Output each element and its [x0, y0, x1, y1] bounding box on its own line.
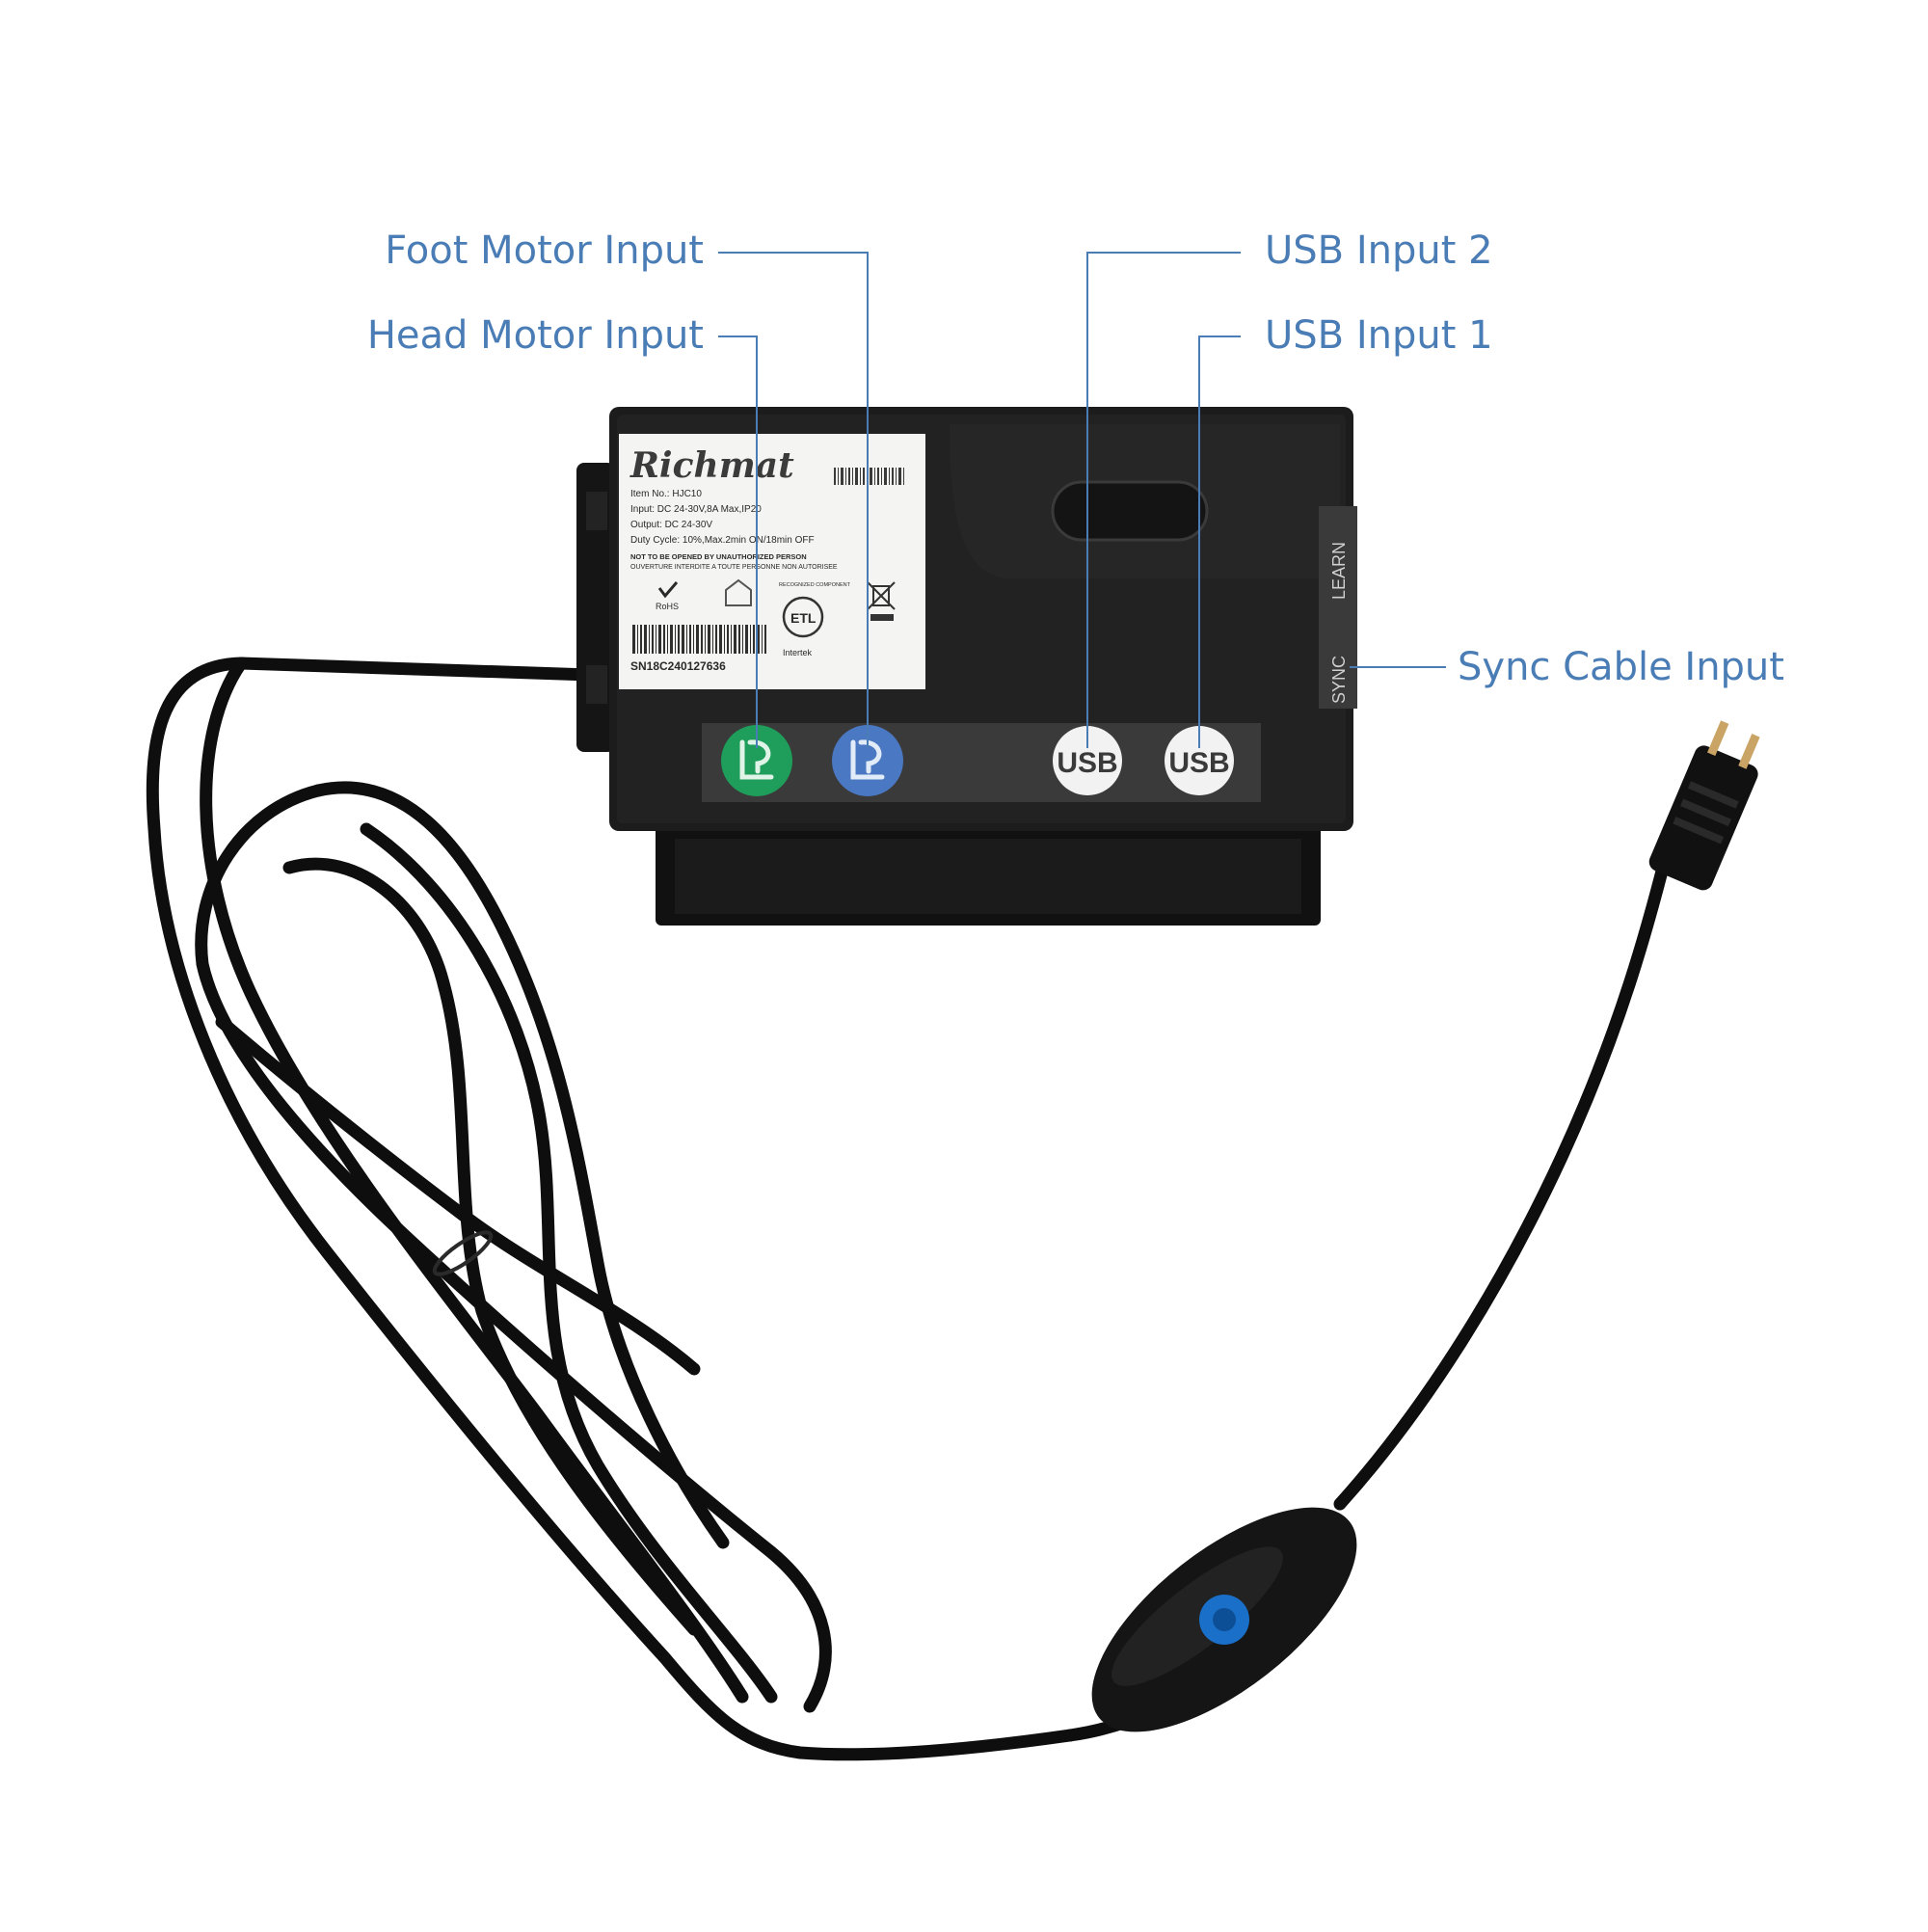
learn-label: LEARN [1329, 542, 1349, 600]
etl-mark: ETL [790, 610, 817, 626]
callout-lines [718, 252, 1446, 748]
recognized-component: RECOGNIZED COMPONENT [779, 582, 851, 588]
foot-motor-callout: Foot Motor Input [385, 228, 704, 273]
cable-tie [432, 1230, 494, 1276]
warning-fr: OUVERTURE INTERDITE A TOUTE PERSONNE NON… [630, 564, 838, 571]
head-motor-port[interactable] [721, 725, 792, 796]
plug-prong [1707, 720, 1729, 757]
intertek-mark: Intertek [783, 648, 813, 657]
usb2-callout: USB Input 2 [1265, 228, 1493, 273]
item-number: Item No.: HJC10 [630, 489, 702, 499]
etl-mark-icon [782, 596, 824, 638]
usb-port-1-label: USB [1168, 747, 1229, 779]
serial-number: SN18C240127636 [630, 659, 726, 673]
usb-port-2[interactable]: USB [1053, 726, 1122, 795]
warning-en: NOT TO BE OPENED BY UNAUTHORIZED PERSON [630, 552, 807, 561]
brand-logo: Richmat [629, 445, 794, 486]
house-icon [725, 578, 752, 606]
sync-cable-callout: Sync Cable Input [1458, 645, 1784, 689]
learn-button[interactable] [1051, 480, 1209, 542]
rohs-mark: RoHS [656, 602, 679, 611]
sync-label: SYNC [1329, 656, 1349, 704]
barcode-top [834, 468, 904, 485]
head-motor-callout: Head Motor Input [366, 313, 704, 358]
power-plug [1648, 720, 1760, 891]
input-rating: Input: DC 24-30V,8A Max,IP20 [630, 504, 762, 515]
usb1-leader [1198, 335, 1241, 748]
duty-cycle: Duty Cycle: 10%,Max.2min ON/18min OFF [630, 535, 815, 546]
power-cable [146, 657, 1674, 1761]
inline-switch[interactable] [1057, 1467, 1393, 1773]
usb2-leader [1086, 252, 1241, 748]
head-motor-leader [718, 335, 758, 748]
usb1-callout: USB Input 1 [1265, 313, 1493, 358]
crossed-bin-icon [867, 581, 896, 621]
controller-box: LEARN SYNC Richmat Item No.: HJC10 Input… [576, 407, 1357, 926]
plug-prong [1738, 734, 1760, 769]
output-rating: Output: DC 24-30V [630, 520, 712, 530]
barcode-serial [632, 625, 766, 654]
check-icon [657, 581, 679, 599]
foot-motor-leader [718, 252, 869, 748]
usb-port-1[interactable]: USB [1165, 726, 1234, 795]
usb-port-2-label: USB [1057, 747, 1117, 779]
